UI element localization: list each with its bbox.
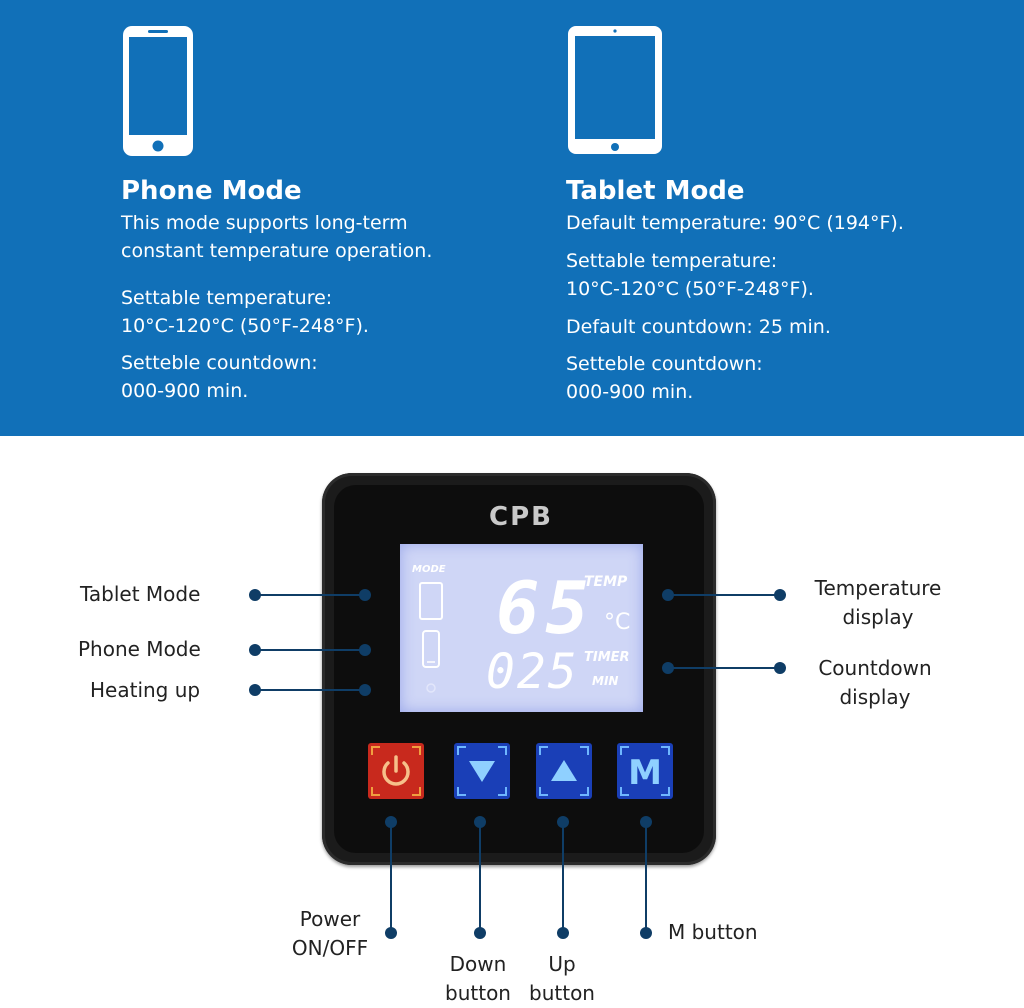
timer-unit: MIN — [592, 674, 619, 688]
m-button[interactable]: M — [617, 743, 673, 799]
temp-unit: °C — [604, 610, 631, 635]
heating-indicator-icon — [426, 683, 436, 693]
tablet-mode-title: Tablet Mode — [566, 176, 745, 206]
callout-heating-up: Heating up — [90, 678, 201, 702]
countdown-readout: 025 — [486, 644, 579, 700]
tablet-default-countdown: Default countdown: 25 min. — [566, 316, 831, 338]
m-icon: M — [617, 743, 673, 799]
phone-icon — [123, 26, 193, 156]
power-button[interactable] — [368, 743, 424, 799]
down-arrow-icon — [454, 743, 510, 799]
tablet-default-temperature: Default temperature: 90°C (194°F). — [566, 212, 904, 234]
phone-mode-title: Phone Mode — [121, 176, 302, 206]
callout-temperature-display: Temperature display — [814, 576, 942, 629]
tablet-mode-indicator-icon — [419, 582, 443, 620]
up-arrow-icon — [536, 743, 592, 799]
callout-tablet-mode: Tablet Mode — [80, 582, 201, 606]
phone-mode-description: This mode supports long-term constant te… — [121, 212, 433, 262]
callout-countdown-display: Countdown display — [818, 656, 932, 709]
svg-text:M: M — [628, 753, 662, 793]
info-banner: Phone Mode This mode supports long-term … — [0, 0, 1024, 436]
lcd-screen: MODE 65 TEMP °C 025 TIMER MIN — [400, 544, 643, 712]
down-button[interactable] — [454, 743, 510, 799]
tablet-icon — [568, 26, 662, 154]
callout-phone-mode: Phone Mode — [78, 637, 201, 661]
power-icon — [368, 743, 424, 799]
callout-up-button: Up button — [529, 952, 595, 1005]
temperature-readout: 65 — [496, 566, 595, 650]
phone-settable-countdown: Setteble countdown: 000-900 min. — [121, 352, 318, 402]
callout-power: Power ON/OFF — [291, 907, 369, 960]
callout-down-button: Down button — [445, 952, 511, 1005]
tablet-settable-temperature: Settable temperature: 10°C-120°C (50°F-2… — [566, 250, 814, 300]
mode-label: MODE — [412, 564, 446, 575]
callout-m-button: M button — [668, 920, 758, 944]
temp-label: TEMP — [584, 574, 628, 590]
tablet-settable-countdown: Setteble countdown: 000-900 min. — [566, 353, 763, 403]
phone-settable-temperature: Settable temperature: 10°C-120°C (50°F-2… — [121, 287, 369, 337]
brand-logo: CPB — [489, 502, 553, 532]
phone-mode-indicator-icon — [422, 630, 440, 668]
up-button[interactable] — [536, 743, 592, 799]
timer-label: TIMER — [584, 650, 630, 665]
